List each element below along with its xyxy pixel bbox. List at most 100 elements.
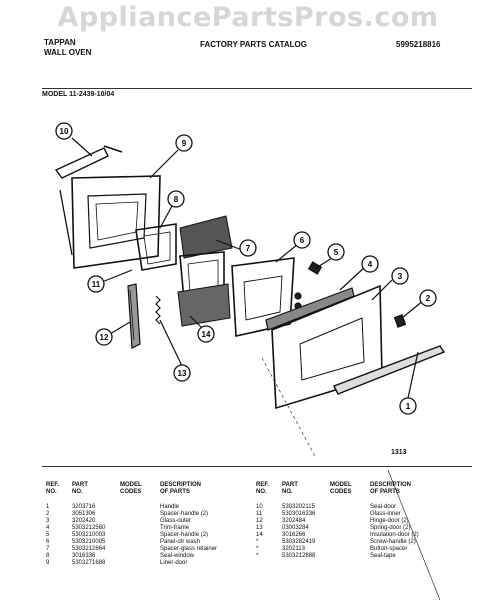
catalog-number: 5995218816 bbox=[396, 40, 441, 49]
description-cell: Trim-frame bbox=[160, 525, 190, 531]
part-number-cell: 5303212560 bbox=[72, 525, 106, 531]
part-number-cell: 5303202115 bbox=[282, 504, 315, 510]
header-part-no: NO. bbox=[282, 489, 293, 495]
table-row: * 5303282419 Screw-handle (2) bbox=[256, 539, 470, 546]
description-cell: Seal-door bbox=[370, 504, 397, 510]
header-ref: REF. bbox=[46, 482, 60, 488]
part-number-cell: 03003284 bbox=[282, 525, 309, 531]
svg-text:7: 7 bbox=[246, 244, 251, 253]
header-brand-block: TAPPAN WALL OVEN bbox=[44, 38, 91, 58]
ref-cell: 10 bbox=[256, 504, 263, 510]
svg-text:6: 6 bbox=[300, 236, 305, 245]
svg-text:10: 10 bbox=[60, 127, 69, 136]
callout-2: 2 bbox=[419, 289, 437, 307]
header-ref: REF. bbox=[256, 482, 270, 488]
header-part-no: NO. bbox=[72, 489, 83, 495]
callout-5: 5 bbox=[327, 243, 345, 261]
svg-text:1: 1 bbox=[406, 402, 411, 411]
ref-cell: 14 bbox=[256, 532, 263, 538]
model-codes-cell bbox=[120, 525, 160, 532]
description-cell: Button-spacer bbox=[370, 546, 408, 552]
diagram-leader-line bbox=[387, 469, 441, 600]
part-number-cell: 3016266 bbox=[282, 532, 306, 538]
part-number-cell: 5303271688 bbox=[72, 560, 106, 566]
ref-cell: * bbox=[256, 539, 259, 545]
ref-cell: 12 bbox=[256, 518, 263, 524]
callout-6: 6 bbox=[293, 231, 311, 249]
part-number-cell: 3202420 bbox=[72, 518, 96, 524]
ref-cell: 7 bbox=[46, 546, 50, 552]
model-codes-cell bbox=[330, 546, 370, 553]
header-codes: CODES bbox=[120, 489, 142, 495]
callout-13: 13 bbox=[173, 364, 191, 382]
part-number-cell: 3202113 bbox=[282, 546, 305, 552]
table-row: 10 5303202115 Seal-door bbox=[256, 504, 470, 511]
description-cell: Screw-handle (2) bbox=[370, 539, 416, 545]
description-cell: Spring-door (2) bbox=[370, 525, 411, 531]
door-liner-part bbox=[71, 175, 161, 269]
diagram-linework bbox=[54, 137, 446, 600]
header-model: MODEL bbox=[120, 482, 142, 488]
divider-table bbox=[42, 466, 472, 467]
callout-12: 12 bbox=[95, 328, 113, 346]
model-codes-cell bbox=[120, 511, 160, 518]
description-cell: Hinge-door (2) bbox=[370, 518, 409, 524]
callout-1: 1 bbox=[399, 397, 417, 415]
ref-cell: 6 bbox=[46, 539, 50, 545]
model-codes-cell bbox=[330, 511, 370, 518]
callout-11: 11 bbox=[87, 275, 105, 293]
header-ref-no: NO. bbox=[46, 489, 57, 495]
description-cell: Glass-inner bbox=[370, 511, 401, 517]
callout-4: 4 bbox=[361, 255, 379, 273]
part-number-cell: 5303016336 bbox=[282, 511, 316, 517]
description-cell: Handle bbox=[160, 504, 180, 510]
description-cell: Seal-window bbox=[160, 553, 195, 559]
ref-cell: 2 bbox=[46, 511, 50, 517]
svg-text:11: 11 bbox=[92, 280, 101, 289]
model-codes-cell bbox=[330, 539, 370, 546]
header-codes: CODES bbox=[330, 489, 352, 495]
model-codes-cell bbox=[120, 553, 160, 560]
model-codes-cell bbox=[120, 532, 160, 539]
header-description: DESCRIPTION bbox=[370, 482, 412, 488]
description-cell: Liner-door bbox=[160, 560, 188, 566]
callout-8: 8 bbox=[167, 190, 185, 208]
model-codes-cell bbox=[330, 553, 370, 560]
part-number-cell: 3203716 bbox=[72, 504, 96, 510]
trim-frame-part bbox=[265, 287, 355, 331]
model-codes-cell bbox=[330, 525, 370, 532]
svg-text:2: 2 bbox=[426, 294, 431, 303]
model-codes-cell bbox=[120, 504, 160, 511]
description-cell: Seal-tape bbox=[370, 553, 396, 559]
description-cell: Panel-otr wash bbox=[160, 539, 201, 545]
part-number-cell: 5303282419 bbox=[282, 539, 316, 545]
insulation-top-part bbox=[179, 215, 233, 259]
description-cell: Glass-outer bbox=[160, 518, 192, 524]
description-cell: Spacer-glass retainer bbox=[160, 546, 218, 552]
description-cell: Insulation-door (2) bbox=[370, 532, 419, 538]
catalog-title: FACTORY PARTS CATALOG bbox=[200, 40, 307, 49]
svg-text:13: 13 bbox=[178, 369, 187, 378]
door-handle-part bbox=[333, 345, 446, 395]
svg-text:9: 9 bbox=[182, 139, 187, 148]
svg-text:3: 3 bbox=[398, 272, 403, 281]
header-model: MODEL bbox=[330, 482, 352, 488]
part-number-cell: 5303212888 bbox=[282, 553, 316, 559]
model-number: MODEL 11-2439-10/04 bbox=[42, 91, 115, 98]
